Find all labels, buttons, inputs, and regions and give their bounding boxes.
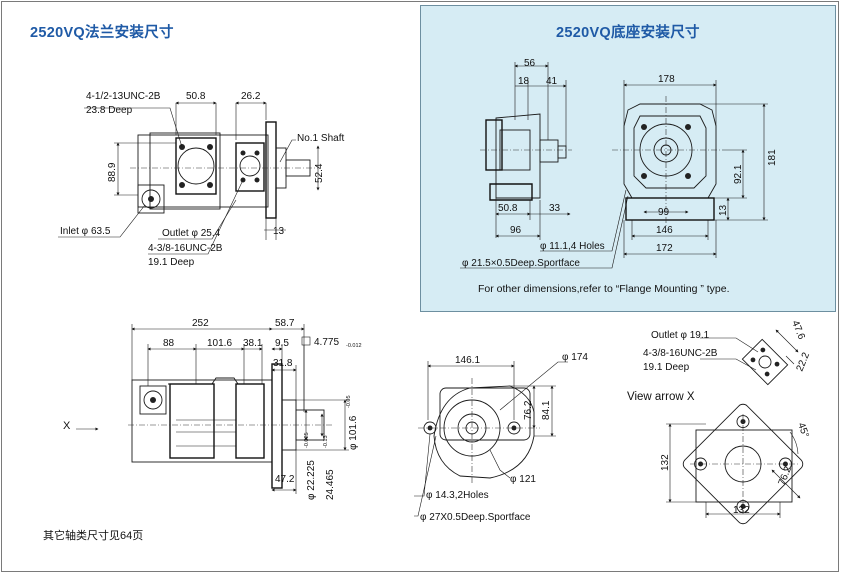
dim-101-6: 101.6 (207, 338, 232, 349)
foot-mounting-title: 2520VQ底座安装尺寸 (556, 25, 700, 41)
shaft-label: No.1 Shaft (297, 133, 344, 144)
foot-side-view-labels: 56 18 41 50.8 33 96 (498, 58, 561, 236)
dim-41: 41 (546, 76, 558, 87)
dim-31-8: 31.8 (273, 358, 293, 369)
footer-note: 其它轴类尺寸见64页 (43, 530, 144, 542)
outlet-depth-label: 19.1 Deep (148, 257, 195, 268)
key-width: 4.775 (314, 337, 339, 348)
shaft-tolerance: -0.025 (304, 432, 310, 448)
view-x-depth: 19.1 Deep (643, 362, 690, 373)
dim-88-9: 88.9 (107, 162, 118, 182)
port-thread-label: 4-1/2-13UNC-2B (86, 91, 161, 102)
outlet-label: Outlet φ 25.4 (162, 228, 221, 239)
foot-holes-label: φ 11.1,4 Holes (540, 241, 605, 252)
foot-side-view (480, 62, 572, 240)
foot-front-view (460, 80, 768, 269)
view-x-thread: 4-3/8-16UNC-2B (643, 348, 718, 359)
arrow-x-label: X (63, 420, 71, 432)
dim-181: 181 (767, 149, 778, 166)
dim-178: 178 (658, 74, 675, 85)
dim-47-6: 47.6 (789, 319, 807, 342)
foot-front-view-labels: 178 181 92.1 99 13 146 172 φ 11.1,4 Hole… (462, 74, 778, 269)
port-depth-label: 23.8 Deep (86, 105, 133, 116)
shaft-diameter: φ 22.225 (306, 460, 317, 500)
reference-note: For other dimensions,refer to “Flange Mo… (478, 283, 730, 295)
flange-top-view (76, 324, 349, 494)
flange-side-view (58, 101, 320, 255)
flange-holes-label: φ 14.3,2Holes (426, 490, 489, 501)
flange-front-view-labels: 146.1 φ 174 76.2 84.1 φ 121 φ 14.3,2Hole… (420, 352, 588, 523)
dim-76-2: 76.2 (523, 400, 534, 420)
key-tolerance: -0.012 (346, 343, 362, 349)
foot-mounting-panel (420, 5, 836, 312)
dim-13: 13 (273, 226, 285, 237)
view-x-outlet: Outlet φ 19.1 (651, 330, 710, 341)
view-arrow-x (666, 329, 804, 525)
inlet-label: Inlet φ 63.5 (60, 226, 111, 237)
dim-47-2: 47.2 (275, 474, 295, 485)
dim-146-1: 146.1 (455, 355, 480, 366)
dim-38-1: 38.1 (243, 338, 263, 349)
angle-45: 45° (795, 421, 811, 439)
dim-24-465-tolerance: -0.13 (323, 435, 329, 448)
flange-side-view-labels: 4-1/2-13UNC-2B 23.8 Deep 50.8 26.2 No.1 … (60, 91, 344, 268)
flange-spotface-label: φ 27X0.5Deep.Sportface (420, 512, 531, 523)
dim-13-foot: 13 (718, 204, 729, 216)
dim-92-1: 92.1 (733, 164, 744, 184)
dim-50-8: 50.8 (186, 91, 206, 102)
flange-top-view-labels: 252 58.7 88 101.6 38.1 9.5 31.8 4.775 -0… (63, 318, 362, 500)
pilot-diameter: φ 101.6 (348, 415, 359, 450)
dim-121: φ 121 (510, 474, 536, 485)
dim-26-2: 26.2 (241, 91, 261, 102)
dim-96: 96 (510, 225, 522, 236)
pilot-tolerance: -0.05 (346, 395, 352, 408)
dim-22-2: 22.2 (795, 351, 813, 374)
flange-front-view (414, 361, 568, 517)
dim-146: 146 (656, 225, 673, 236)
dim-58-7: 58.7 (275, 318, 295, 329)
dim-99: 99 (658, 207, 670, 218)
dim-52-4: 52.4 (314, 163, 325, 183)
dim-18: 18 (518, 76, 530, 87)
view-arrow-x-labels: Outlet φ 19.1 4-3/8-16UNC-2B 19.1 Deep 4… (627, 319, 812, 516)
dim-84-1: 84.1 (541, 400, 552, 420)
dim-33: 33 (549, 203, 561, 214)
dim-24-465: 24.465 (325, 469, 336, 500)
dim-9-5: 9.5 (275, 338, 289, 349)
dim-172: 172 (656, 243, 673, 254)
dim-88: 88 (163, 338, 175, 349)
dim-252: 252 (192, 318, 209, 329)
foot-spotface-label: φ 21.5×0.5Deep.Sportface (462, 258, 580, 269)
dim-56: 56 (524, 58, 536, 69)
view-x-title: View arrow X (627, 391, 695, 403)
dim-132-horizontal: 132 (733, 505, 750, 516)
flange-mounting-title: 2520VQ法兰安装尺寸 (30, 25, 174, 41)
outlet-thread-label: 4-3/8-16UNC-2B (148, 243, 223, 254)
dim-174: φ 174 (562, 352, 588, 363)
dim-132-vertical: 132 (660, 454, 671, 471)
dim-50-8-foot: 50.8 (498, 203, 518, 214)
